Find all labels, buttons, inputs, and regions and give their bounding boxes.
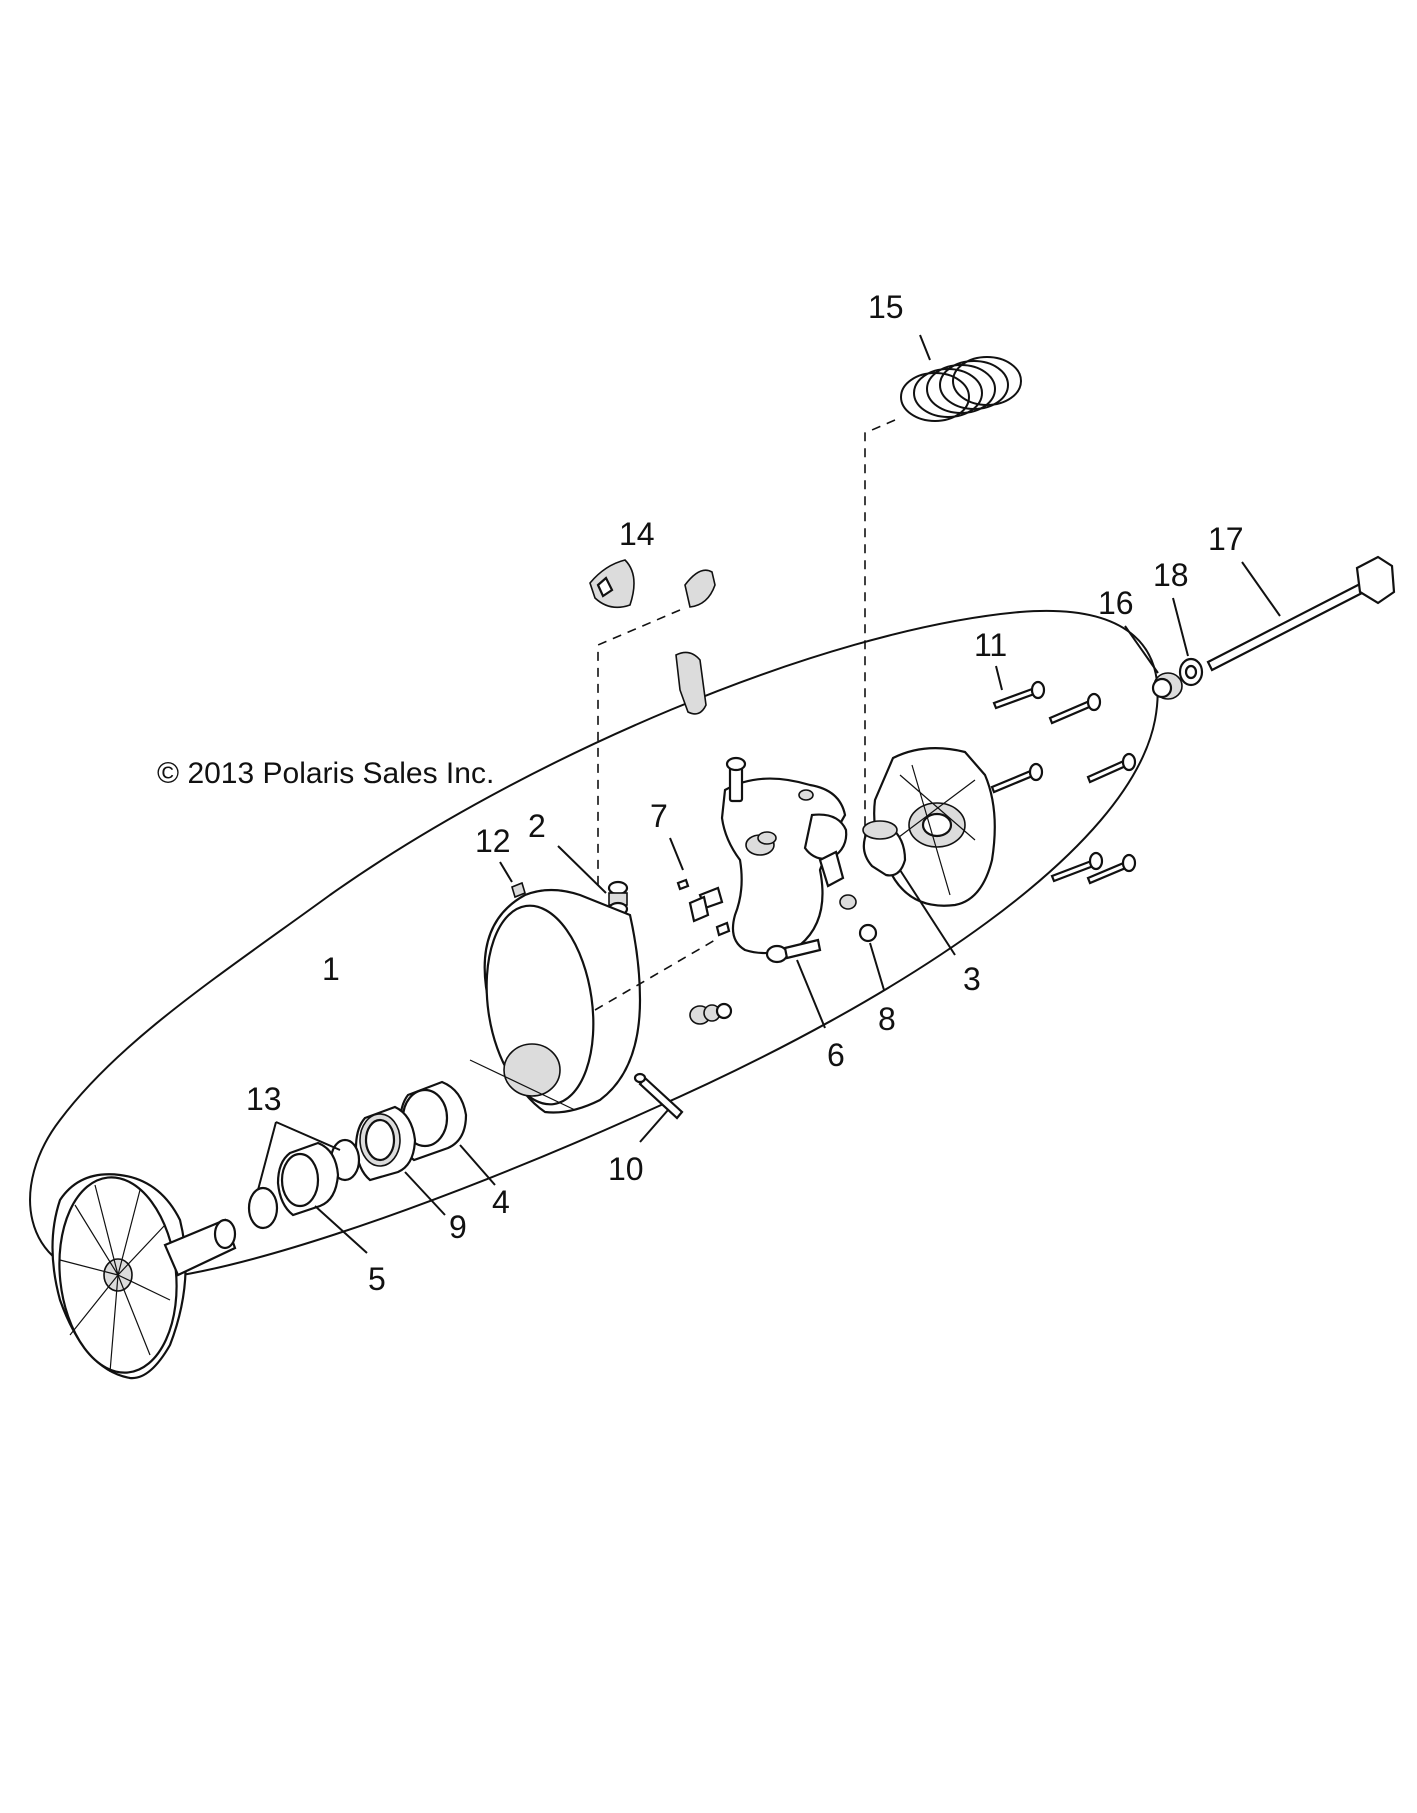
callout-8: 8 [878,1001,896,1037]
callout-16: 16 [1098,585,1134,621]
part-16-nut [1151,672,1183,700]
part-3-bushing [862,820,907,877]
callout-4: 4 [492,1184,510,1220]
clutch-cover [873,747,996,907]
leader-15 [919,334,931,361]
leader-18 [1172,597,1189,657]
leader-3 [899,869,956,956]
leader-13b [257,1121,277,1191]
part-6-pin [765,938,822,964]
leader-4 [459,1144,496,1186]
part-18-washer [1178,657,1204,687]
leader-9 [404,1171,446,1216]
leader-8 [869,942,885,991]
part-14-weights [589,559,716,715]
moveable-sheave [469,888,642,1114]
callout-3: 3 [963,961,981,997]
callout-11: 11 [974,627,1007,663]
callout-17: 17 [1208,521,1244,557]
sheave-dash [594,939,716,1011]
callout-14: 14 [619,516,655,552]
weights-dash [597,609,681,885]
part-10-pin [633,1072,684,1120]
leader-13a [275,1121,341,1151]
leader-11 [995,665,1003,691]
leader-5 [314,1205,368,1254]
callout-7: 7 [650,798,668,834]
leader-17 [1241,561,1281,617]
part-7-roller [676,878,731,937]
part-15-spring [900,356,1022,422]
leader-16 [1124,625,1159,674]
leader-6 [796,959,826,1029]
leader-7 [669,837,684,871]
leader-10 [639,1109,669,1143]
callout-15: 15 [868,289,904,325]
callout-10: 10 [608,1151,644,1187]
leader-2 [557,845,607,894]
callout-1: 1 [322,951,340,987]
part-8-ball [858,923,878,943]
callout-13: 13 [246,1081,282,1117]
callout-2: 2 [528,808,546,844]
part-5-bushing [276,1141,340,1217]
callout-9: 9 [449,1209,467,1245]
callout-5: 5 [368,1261,386,1297]
fixed-sheave [51,1173,237,1380]
spring-dash [864,419,896,840]
part-11-screws [990,680,1137,885]
assembly-outline [29,610,1159,1282]
spider-small-parts [689,756,857,1025]
copyright-text: © 2013 Polaris Sales Inc. [157,757,494,790]
part-9-bushing [354,1105,417,1182]
part-12-setscrew [511,881,526,899]
callout-12: 12 [475,823,511,859]
leader-12 [499,861,513,883]
callout-6: 6 [827,1037,845,1073]
callout-18: 18 [1153,557,1189,593]
part-17-bolt [1206,555,1396,672]
